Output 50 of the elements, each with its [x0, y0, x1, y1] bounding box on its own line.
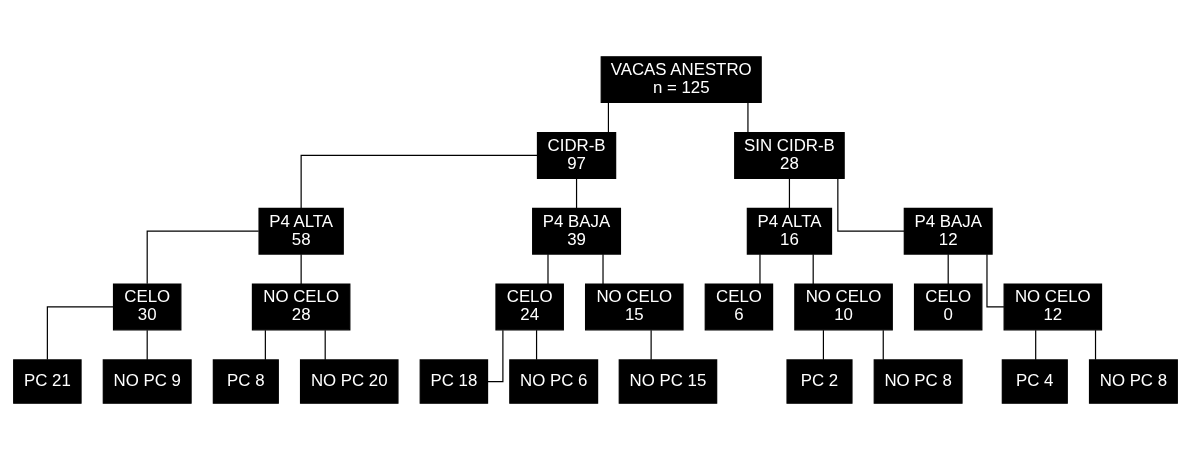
connector [812, 253, 814, 285]
connector [324, 329, 326, 360]
node-box: VACAS ANESTRO n = 125 [600, 55, 762, 103]
node-box: NO PC 6 [509, 358, 599, 404]
connector [264, 329, 266, 360]
connector [607, 101, 610, 133]
connector [300, 253, 302, 285]
connector [46, 305, 114, 360]
connector [535, 329, 538, 360]
connector [837, 177, 905, 232]
node-box: P4 BAJA 39 [532, 207, 622, 255]
node-box: P4 ALTA 58 [258, 207, 344, 255]
node-box: NO CELO 28 [251, 283, 351, 330]
connector [146, 230, 260, 284]
connector [1035, 329, 1037, 360]
node-box: CELO 30 [112, 283, 182, 330]
node-box: PC 18 [419, 358, 489, 404]
connector [986, 253, 1005, 308]
node-box: P4 BAJA 12 [903, 207, 993, 255]
connector [602, 253, 604, 285]
connector [822, 329, 824, 360]
node-box: NO PC 15 [618, 358, 718, 404]
connector [788, 177, 791, 209]
connector [1094, 329, 1097, 360]
node-box: PC 21 [13, 358, 82, 404]
node-box: PC 8 [212, 358, 279, 404]
node-box: PC 2 [786, 358, 853, 404]
node-box: NO PC 8 [1088, 358, 1178, 404]
node-box: NO PC 8 [873, 358, 963, 404]
node-box: SIN CIDR-B 28 [734, 131, 845, 179]
node-box: CELO 0 [913, 283, 983, 330]
connector [947, 253, 949, 285]
connector [747, 101, 749, 133]
node-box: NO CELO 15 [585, 283, 684, 330]
connector [882, 329, 884, 360]
connector [547, 253, 549, 285]
connector [146, 329, 148, 360]
node-box: CELO 24 [495, 283, 564, 330]
node-box: CIDR-B 97 [536, 131, 617, 179]
node-box: NO PC 20 [299, 358, 399, 404]
node-box: PC 4 [1001, 358, 1068, 404]
node-box: CELO 6 [704, 283, 774, 330]
connector [759, 253, 761, 285]
node-box: NO CELO 10 [794, 283, 893, 330]
node-box: NO PC 9 [102, 358, 192, 404]
node-box: P4 ALTA 16 [746, 207, 833, 255]
connector [575, 177, 578, 209]
node-box: NO CELO 12 [1003, 283, 1103, 330]
connector [650, 329, 652, 360]
connector [300, 154, 538, 209]
